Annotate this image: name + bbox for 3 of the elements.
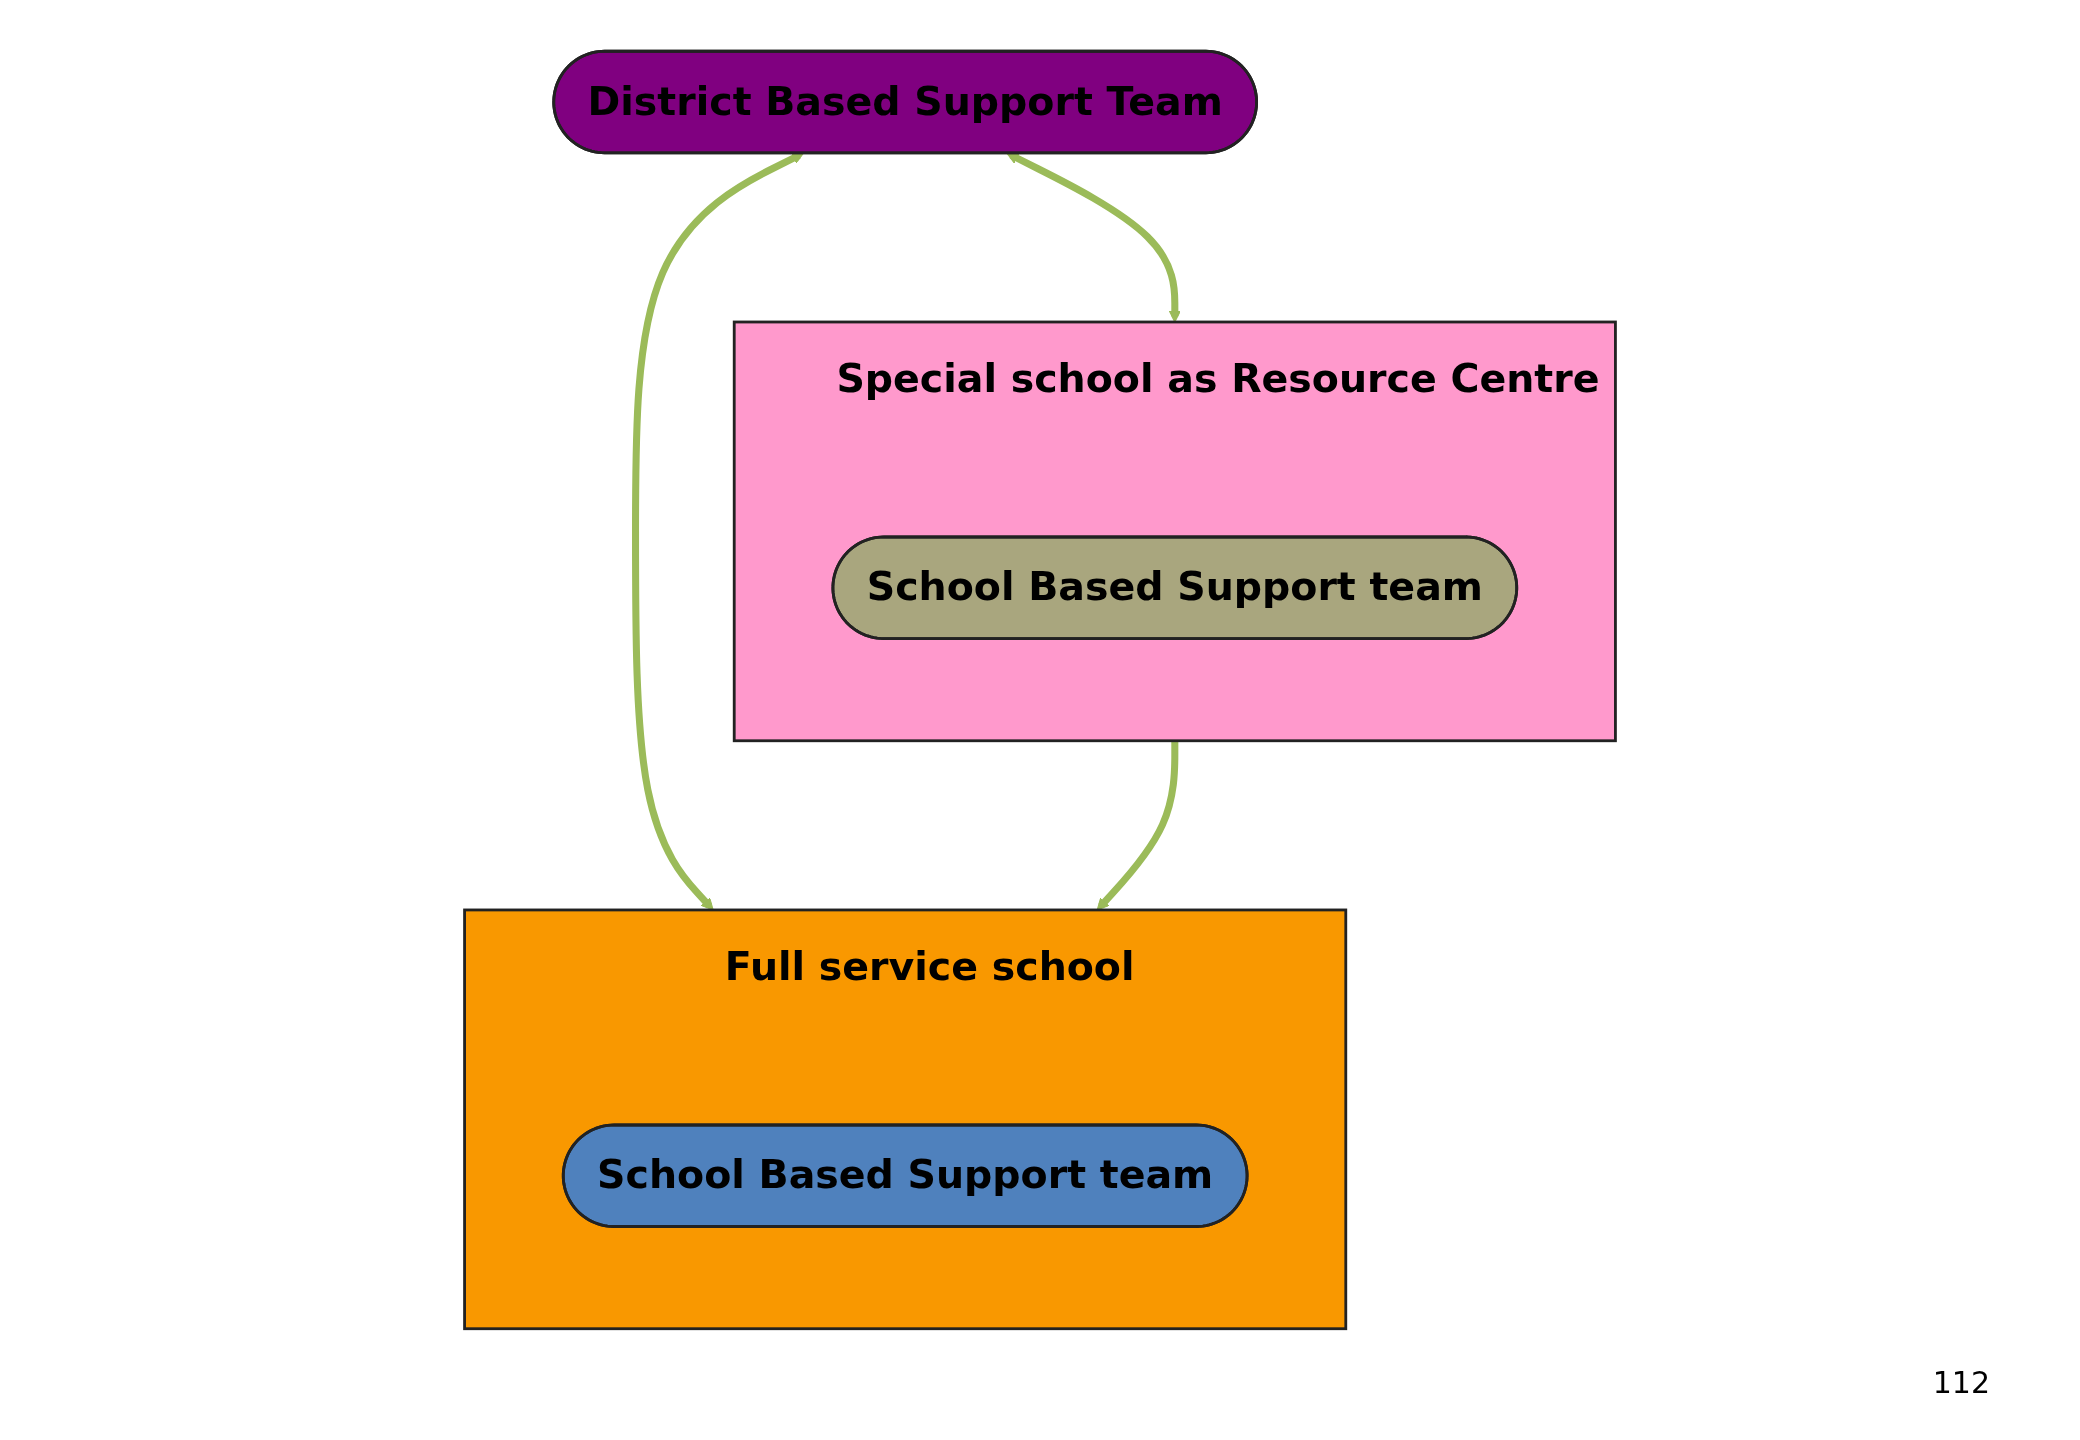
arrow [632, 152, 805, 911]
page-number: 112 [1932, 1365, 1990, 1400]
arrow [1006, 152, 1182, 323]
